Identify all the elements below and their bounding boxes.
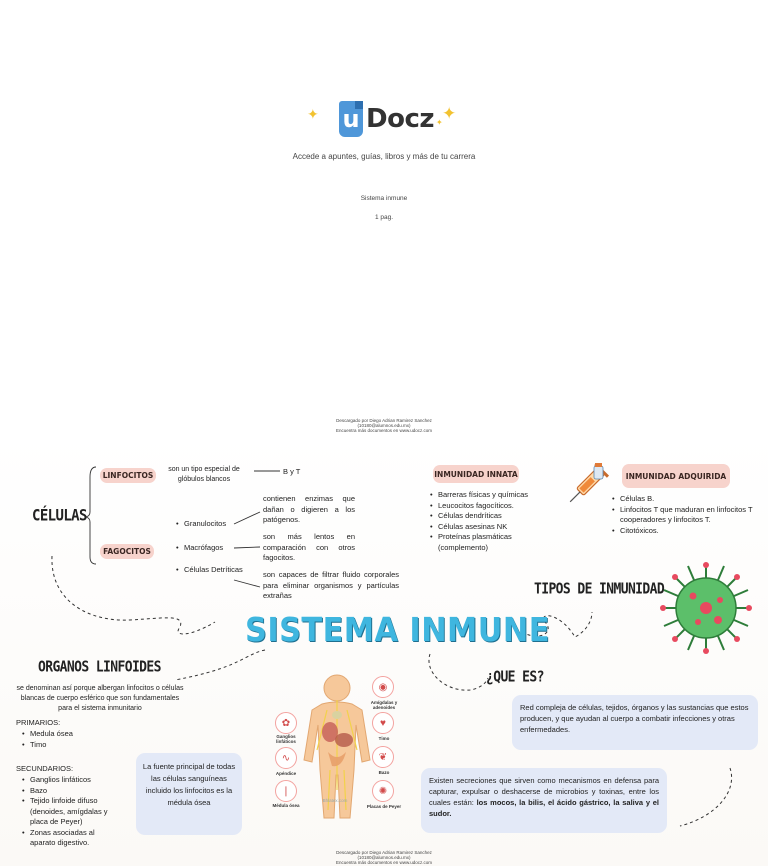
mind-map-page: CÉLULAS LINFOCITOS son un tipo especial …	[0, 432, 768, 866]
timo-icon: ♥	[372, 712, 394, 734]
main-title: SISTEMA INMUNE	[245, 610, 550, 649]
udocz-cover: ✦ u Docz ✦ ✦ Accede a apuntes, guías, li…	[0, 0, 768, 433]
list-item: Células B.	[612, 494, 762, 505]
linfocitos-types: B y T	[283, 467, 301, 476]
secundarios-list: Ganglios linfáticos Bazo Tejido linfoide…	[22, 775, 122, 849]
ganglios-label: Ganglios linfáticos	[276, 734, 296, 744]
fagocitos-list: Granulocitos Macrófagos Células Detrític…	[176, 519, 256, 576]
list-item: Citotóxicos.	[612, 526, 762, 537]
sparkle-icon: ✦	[307, 106, 319, 122]
list-item: Leucocitos fagocíticos.	[430, 501, 550, 512]
linfocitos-desc: son un tipo especial de glóbulos blancos	[168, 466, 240, 483]
definition-box: Red compleja de células, tejidos, órgano…	[512, 695, 758, 750]
amigdalas-label: Amígdalas y adenoides	[370, 700, 398, 710]
page-count: 1 pag.	[374, 214, 394, 221]
list-item: Granulocitos	[176, 519, 256, 530]
list-item: Ganglios linfáticos	[22, 775, 122, 786]
granulocitos-desc: contienen enzimas que dañan o digieren a…	[263, 494, 355, 524]
list-item: Tejido linfoide difuso (denoides, amígda…	[22, 796, 122, 828]
medula-icon: ❘	[275, 780, 297, 802]
sparkle-icon: ✦	[442, 104, 457, 123]
linfocitos-pill: LINFOCITOS	[100, 468, 156, 483]
list-item: Medula ósea	[22, 729, 122, 740]
sparkle-icon: ✦	[436, 118, 443, 127]
tagline: Accede a apuntes, guías, libros y más de…	[292, 152, 476, 161]
amigdalas-icon: ◉	[372, 676, 394, 698]
logo-word: Docz	[366, 104, 435, 134]
secundarios-label: SECUNDARIOS:	[16, 764, 74, 773]
tipos-heading: TIPOS DE INMUNIDAD	[534, 580, 665, 599]
fagocitos-pill: FAGOCITOS	[100, 544, 154, 559]
list-item: Zonas asociadas al aparato digestivo.	[22, 828, 122, 849]
doc-title: Sistema inmune	[360, 195, 408, 202]
list-item: Células Detríticas	[176, 565, 256, 576]
organos-intro: se denominan así porque albergan linfoci…	[16, 685, 184, 712]
placas-icon: ✺	[372, 780, 394, 802]
detriticas-desc: son capaces de filtrar fluido corporales…	[263, 570, 399, 600]
timo-label: Timo	[378, 736, 390, 741]
innata-pill: INMUNIDAD INNATA	[433, 465, 519, 483]
footer-download-note: Descargado por Diego Adrian Ramirez Sanc…	[335, 850, 433, 865]
list-item: Proteínas plasmáticas (complemento)	[430, 532, 550, 553]
adquirida-pill: INMUNIDAD ADQUIRIDA	[622, 464, 730, 488]
innata-list: Barreras físicas y químicas Leucocitos f…	[430, 490, 550, 553]
list-item: Bazo	[22, 786, 122, 797]
logo-badge: u	[339, 101, 363, 137]
primarios-label: PRIMARIOS:	[16, 718, 61, 727]
medula-label: Médula ósea	[272, 803, 300, 808]
virus-icon	[660, 562, 752, 654]
secreciones-box: Existen secreciones que sirven como meca…	[421, 768, 667, 833]
human-body-illustration	[303, 674, 371, 819]
list-item: Barreras físicas y químicas	[430, 490, 550, 501]
placas-label: Placas de Peyer	[366, 804, 402, 809]
primarios-list: Medula ósea Timo	[22, 729, 122, 750]
macrofagos-desc: son más lentos en comparación con otros …	[263, 532, 355, 562]
celulas-heading: CÉLULAS	[32, 506, 87, 526]
list-item: Células dendríticas	[430, 511, 550, 522]
list-item: Células asesinas NK	[430, 522, 550, 533]
list-item: Linfocitos T que maduran en linfocitos T…	[612, 505, 762, 526]
syringe-icon	[569, 462, 610, 503]
adquirida-list: Células B. Linfocitos T que maduran en l…	[612, 494, 762, 536]
apendice-label: Apéndice	[275, 771, 297, 776]
organos-heading: ORGANOS LINFOIDES	[38, 658, 161, 677]
apendice-icon: ∿	[275, 747, 297, 769]
ganglios-icon: ✿	[275, 712, 297, 734]
figure-watermark: Bhlatex.com	[322, 798, 348, 803]
bazo-icon: ❦	[372, 746, 394, 768]
que-es-heading: ¿QUE ES?	[486, 668, 544, 687]
udocz-logo: u Docz	[339, 100, 435, 138]
download-note: Descargado por Diego Adrian Ramirez Sanc…	[335, 418, 433, 433]
bazo-label: Bazo	[378, 770, 390, 775]
list-item: Timo	[22, 740, 122, 751]
fuente-box: La fuente principal de todas las células…	[136, 753, 242, 835]
list-item: Macrófagos	[176, 543, 256, 554]
